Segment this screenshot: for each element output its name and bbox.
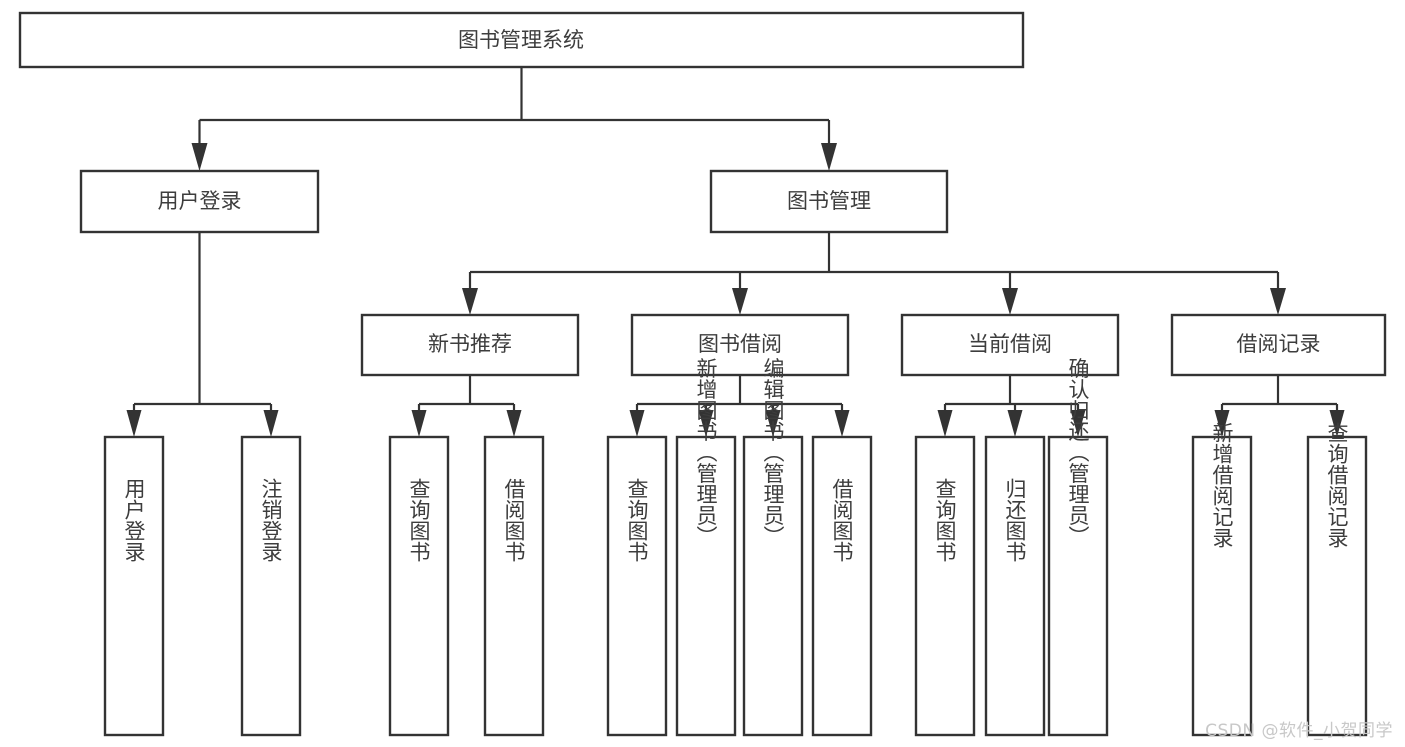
arrow-current-to-leaf3 [1070,410,1086,437]
leaf-borrow-book-1[interactable]: 借阅图书 [483,435,545,737]
arrow-books-to-l3b [732,288,748,315]
leaf-logout-label: 注销登录 [259,478,283,562]
leaf-query-book-2-box[interactable] [606,435,668,737]
arrow-current-to-leaf1 [937,410,953,437]
leaf-add-book-admin-label: 新增图书（管理员） [694,358,718,547]
leaf-user-login-label: 用户登录 [122,478,146,562]
leaf-query-book-1-label: 查询图书 [407,478,431,562]
node-borrow-record-label: 借阅记录 [1237,332,1321,356]
arrow-record-to-leaf1 [1214,410,1230,437]
leaf-edit-book-admin-box[interactable] [742,435,804,737]
leaf-borrow-book-2-box[interactable] [811,435,873,737]
leaf-confirm-return-admin-box[interactable] [1047,435,1109,737]
node-book-management-box[interactable] [709,169,949,234]
arrow-borrow-to-leaf4 [834,410,850,437]
arrow-borrow-to-leaf1 [629,410,645,437]
node-book-borrow-label: 图书借阅 [698,332,782,356]
node-user-login-box[interactable] [79,169,320,234]
arrow-current-to-leaf2 [1007,410,1023,437]
leaf-return-book[interactable]: 归还图书 [984,435,1046,737]
leaf-query-book-3-label: 查询图书 [933,478,957,562]
node-book-management[interactable]: 图书管理 [709,169,949,234]
arrow-borrow-to-leaf3 [765,410,781,437]
leaf-query-book-1-box[interactable] [388,435,450,737]
leaf-edit-book-admin-label: 编辑图书（管理员） [761,358,785,547]
leaf-query-book-3[interactable]: 查询图书 [914,435,976,737]
node-user-login[interactable]: 用户登录 [79,169,320,234]
node-borrow-record[interactable]: 借阅记录 [1170,313,1387,377]
node-borrow-record-box[interactable] [1170,313,1387,377]
arrow-root-to-user [191,143,208,171]
arrow-books-to-l3c [1002,288,1018,315]
node-book-borrow-box[interactable] [630,313,850,377]
leaf-logout-box[interactable] [240,435,302,737]
arrow-record-to-leaf2 [1329,410,1345,437]
node-new-book-recommend-label: 新书推荐 [428,332,512,356]
leaf-return-book-label: 归还图书 [1003,478,1027,562]
leaf-user-login-box[interactable] [103,435,165,737]
node-user-login-label: 用户登录 [158,189,242,213]
node-current-borrow[interactable]: 当前借阅 [900,313,1120,377]
node-current-borrow-box[interactable] [900,313,1120,377]
arrow-newbook-to-leaf2 [506,410,522,437]
leaf-add-book-admin-box[interactable] [675,435,737,737]
leaf-query-book-1[interactable]: 查询图书 [388,435,450,737]
leaf-confirm-return-admin-label: 确认归还（管理员） [1066,358,1090,547]
node-root-label: 图书管理系统 [458,28,584,52]
leaf-add-borrow-record-label: 新增借阅记录 [1210,422,1234,548]
node-current-borrow-label: 当前借阅 [968,332,1052,356]
node-book-borrow[interactable]: 图书借阅 [630,313,850,377]
node-new-book-recommend[interactable]: 新书推荐 [360,313,580,377]
leaf-borrow-book-1-box[interactable] [483,435,545,737]
leaf-query-book-3-box[interactable] [914,435,976,737]
node-root-system[interactable]: 图书管理系统 [18,11,1025,69]
arrow-books-to-l3d [1270,288,1286,315]
arrow-user-to-leaf1 [126,410,142,437]
leaf-borrow-book-2-label: 借阅图书 [830,478,854,562]
leaf-add-borrow-record[interactable]: 新增借阅记录 [1191,422,1253,737]
leaf-add-book-admin[interactable]: 新增图书（管理员） [675,358,737,737]
leaf-query-book-2-label: 查询图书 [625,478,649,562]
leaf-borrow-book-2[interactable]: 借阅图书 [811,435,873,737]
arrow-borrow-to-leaf2 [698,410,714,437]
leaf-confirm-return-admin[interactable]: 确认归还（管理员） [1047,358,1109,737]
leaf-add-borrow-record-box[interactable] [1191,435,1253,737]
node-book-management-label: 图书管理 [787,189,871,213]
arrow-books-to-l3a [462,288,478,315]
arrow-user-to-leaf2 [263,410,279,437]
leaf-user-login[interactable]: 用户登录 [103,435,165,737]
leaf-return-book-box[interactable] [984,435,1046,737]
node-root-box[interactable] [18,11,1025,69]
leaf-logout[interactable]: 注销登录 [240,435,302,737]
leaf-query-borrow-record-label: 查询借阅记录 [1325,422,1349,548]
leaf-query-book-2[interactable]: 查询图书 [606,435,668,737]
arrow-root-to-books [821,143,837,171]
leaf-borrow-book-1-label: 借阅图书 [502,478,526,562]
leaf-query-borrow-record[interactable]: 查询借阅记录 [1306,422,1368,737]
connector-layer [126,67,1345,437]
arrow-newbook-to-leaf1 [411,410,427,437]
leaf-edit-book-admin[interactable]: 编辑图书（管理员） [742,358,804,737]
leaf-query-borrow-record-box[interactable] [1306,435,1368,737]
node-new-book-recommend-box[interactable] [360,313,580,377]
